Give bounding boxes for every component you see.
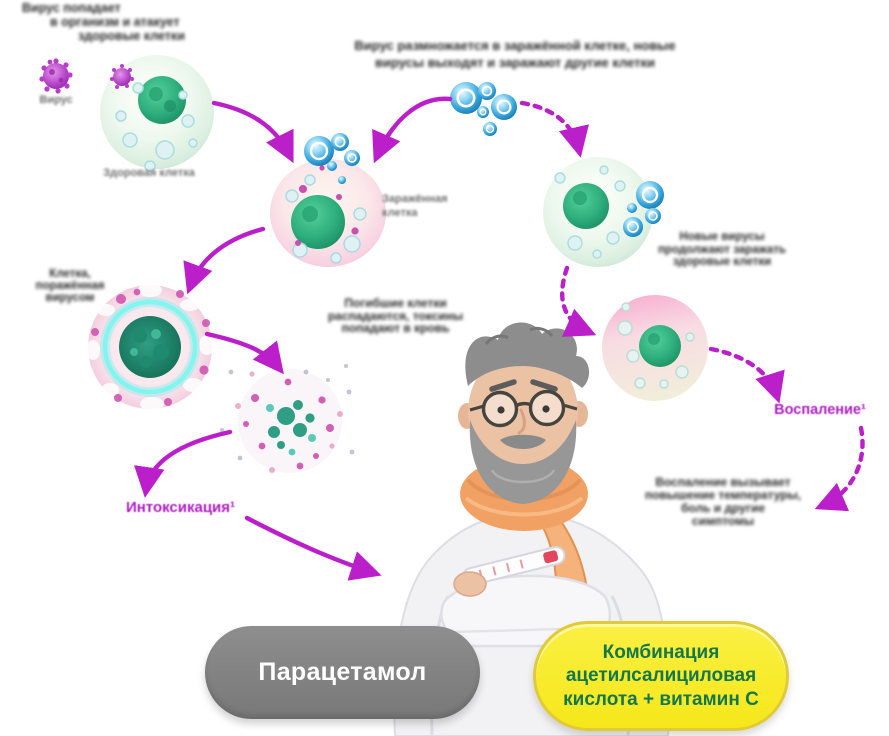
budding-viruses	[304, 133, 360, 184]
cell-debris	[220, 364, 355, 473]
arrow-intoxication-to-patient	[244, 515, 382, 581]
arrow-to-debris	[204, 331, 284, 375]
destruction-caption-line2: распадаются, токсины	[327, 308, 464, 323]
eyebrow-right	[530, 379, 558, 392]
infected-cell-caption-line2: клетка	[382, 206, 418, 219]
virus-cluster	[450, 82, 517, 136]
spreading-caption-line1: Новые вирусы	[679, 231, 765, 243]
combination-label-line3: кислота + витамин C	[563, 688, 759, 710]
combination-label-line1: Комбинация	[602, 642, 720, 664]
step2-title: Вирус размножается в заражённой клетке, …	[330, 38, 700, 72]
arrow-cluster-to-next-cell	[519, 100, 589, 158]
spreading-caption-line2: продолжают заражать	[657, 243, 786, 256]
newly-infected-cell	[543, 157, 664, 267]
arrow-to-dying-cell	[183, 226, 266, 295]
arrow-to-inflamed-cell	[559, 265, 597, 337]
intoxication-label: Интоксикация¹	[125, 499, 236, 516]
inflammation-note-line3: боль и другие	[681, 500, 765, 515]
beard	[469, 420, 577, 504]
dying-cell-caption-line3: вирусом	[45, 292, 95, 305]
inflammation-note-line1: Воспаление вызывает	[655, 475, 791, 489]
arrow-inflammation-to-note	[814, 425, 865, 512]
arrow-to-inflammation	[708, 346, 785, 404]
paracetamol-button-label: Парацетамол	[258, 658, 427, 686]
step2-title-line1: Вирус размножается в заражённой клетке, …	[354, 38, 676, 53]
virus-icon	[39, 58, 73, 94]
destruction-caption-line3: попадают в кровь	[341, 321, 450, 336]
arrow-viruses-into-infected-cell	[372, 96, 453, 164]
inflammation-note: Воспаление вызывает повышение температур…	[638, 476, 808, 528]
virus-caption: Вирус	[39, 94, 73, 106]
spreading-caption-line3: здоровые клетки	[672, 256, 772, 269]
dying-cell-caption-line2: поражённая	[35, 280, 105, 293]
attaching-virus-icon	[110, 64, 134, 89]
healthy-cell	[100, 55, 214, 172]
infected-cell-caption: Заражённая клетка	[382, 193, 477, 221]
step2-title-line2: вирусы выходят и заражают другие клетки	[374, 54, 656, 70]
step1-title-line2: в организм и атакует	[50, 14, 180, 29]
destruction-caption-line1: Погибшие клетки	[344, 296, 447, 310]
hand	[453, 571, 487, 597]
dying-cell-caption: Клетка, поражённая вирусом	[12, 268, 128, 304]
combination-button-label: Комбинация ацетилсалициловая кислота + в…	[563, 641, 759, 711]
healthy-cell-caption: Здоровая клетка	[103, 167, 195, 179]
combination-button[interactable]: Комбинация ацетилсалициловая кислота + в…	[533, 621, 789, 731]
dying-cell	[86, 283, 215, 411]
spreading-caption: Новые вирусы продолжают заражать здоровы…	[642, 231, 802, 269]
step1-title-line1: Вирус попадает	[22, 1, 121, 15]
combination-label-line2: ацетилсалициловая	[565, 665, 757, 687]
inflammation-note-line4: симптомы	[691, 513, 755, 528]
arrow-virus-enters-cell	[211, 100, 294, 164]
flow-arrows	[134, 96, 865, 581]
inflammation-note-line2: повышение температуры,	[644, 487, 802, 502]
step1-title-line3: здоровые клетки	[78, 28, 185, 43]
entering-viruses	[623, 181, 664, 237]
step1-title: Вирус попадает в организм и атакует здор…	[22, 1, 222, 43]
destruction-caption: Погибшие клетки распадаются, токсины поп…	[298, 297, 493, 335]
inflammation-label: Воспаление¹	[774, 402, 866, 418]
infected-cell-caption-line1: Заражённая	[382, 193, 448, 205]
arrow-to-intoxication	[134, 429, 233, 498]
dying-cell-caption-line1: Клетка,	[49, 268, 91, 280]
paracetamol-button[interactable]: Парацетамол	[205, 626, 480, 719]
inflamed-cell	[602, 295, 708, 401]
eyebrow-left	[489, 379, 517, 392]
infected-cell	[270, 133, 386, 267]
hair	[465, 322, 590, 388]
